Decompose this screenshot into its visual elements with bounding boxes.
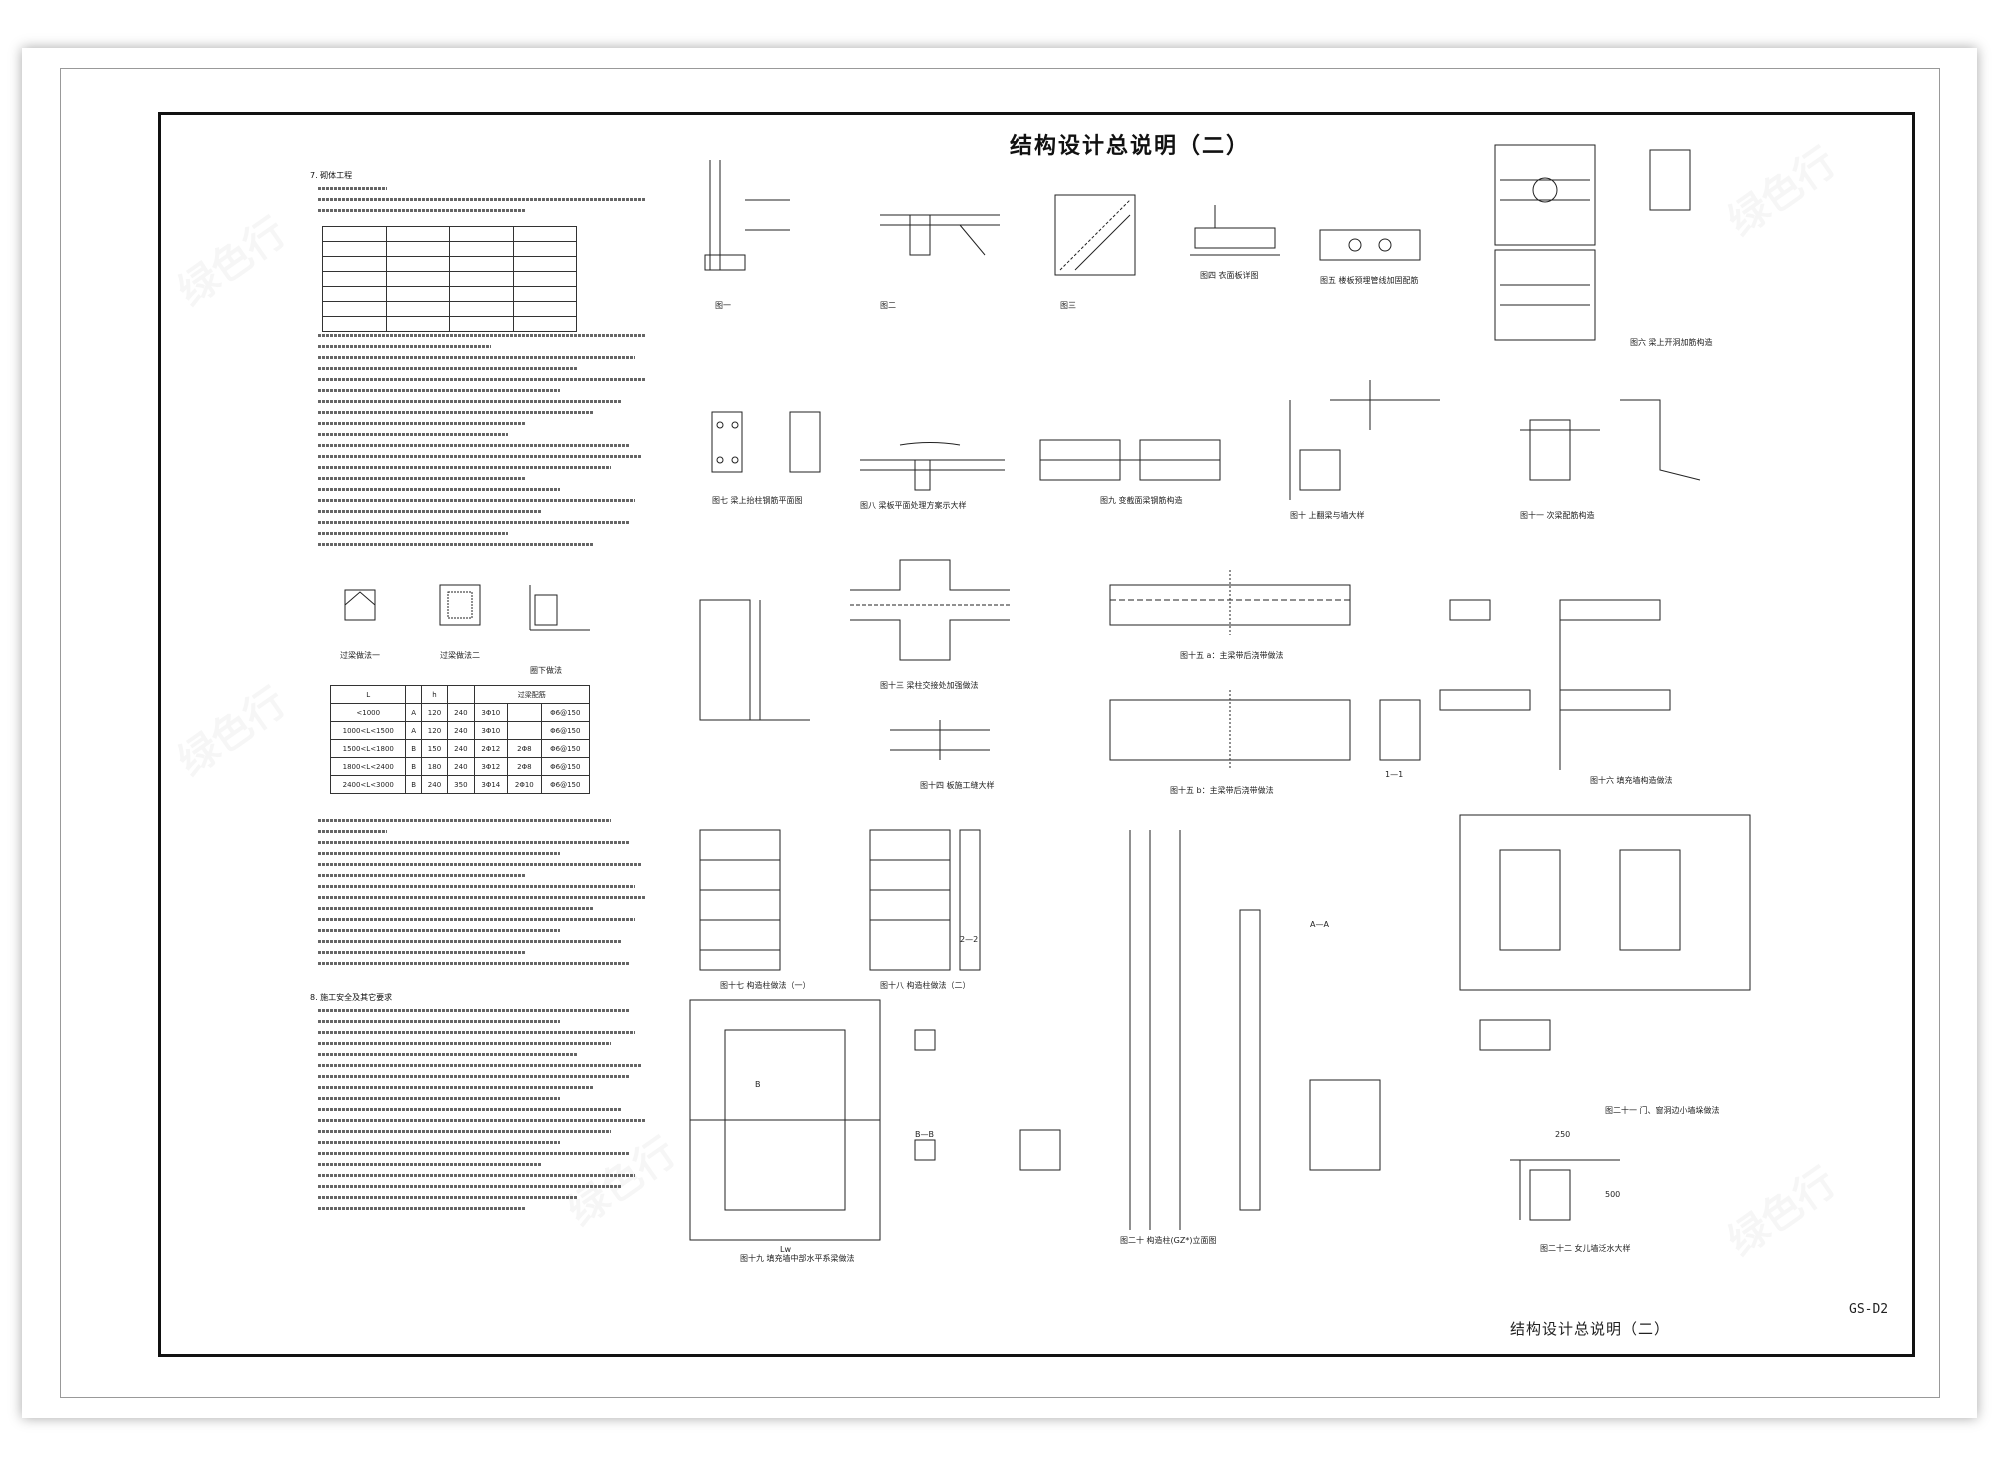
- fig16-caption: 图十六 填充墙构造做法: [1590, 776, 1673, 785]
- fig16-detail: [1439, 599, 1671, 770]
- notes-block-4: [318, 1005, 663, 1214]
- fig13-detail: [850, 559, 1010, 661]
- fig7-caption: 图七 梁上抬柱钢筋平面图: [712, 496, 803, 505]
- lintel-label-1: 过梁做法一: [340, 651, 380, 660]
- masonry-material-table: [322, 226, 577, 332]
- fig8-caption: 图八 梁板平面处理方案示大样: [860, 501, 967, 510]
- label-section-22: 2—2: [960, 935, 979, 944]
- fig17-caption: 图十七 构造柱做法（一）: [720, 981, 811, 990]
- fig1-caption: 图一: [715, 301, 731, 310]
- section-7-heading: 7. 砌体工程: [310, 171, 353, 180]
- fig1-detail: [704, 160, 790, 271]
- label-b: B: [755, 1080, 761, 1089]
- fig10-caption: 图十 上翻梁与墙大样: [1290, 511, 1365, 520]
- fig4-caption: 图四 衣面板详图: [1200, 271, 1259, 280]
- fig15b-detail: [1109, 690, 1421, 770]
- fig15a-detail: [1109, 570, 1351, 635]
- fig15b-caption: 图十五 b：主梁带后浇带做法: [1170, 786, 1274, 795]
- fig7-detail: [711, 411, 821, 473]
- fig9-caption: 图九 变截面梁钢筋构造: [1100, 496, 1183, 505]
- notes-block-2: [318, 330, 663, 550]
- fig20-caption: 图二十 构造柱(GZ*)立面图: [1120, 1236, 1217, 1245]
- notes-block-1: [318, 183, 663, 216]
- fig18-caption: 图十八 构造柱做法（二）: [880, 981, 971, 990]
- fig21-detail: [1459, 814, 1751, 1051]
- fig19-detail: [689, 999, 936, 1241]
- fig22-detail: [1510, 1159, 1620, 1221]
- fig12-detail: [699, 599, 810, 721]
- section-8-heading: 8. 施工安全及其它要求: [310, 993, 393, 1002]
- drawing-border: [158, 112, 1915, 1357]
- drawing-number: GS-D2: [1849, 1302, 1889, 1317]
- fig19-caption: 图十九 填充墙中部水平系梁做法: [740, 1254, 855, 1263]
- sheet-title: 结构设计总说明（二）: [1010, 134, 1251, 159]
- label-lw: Lw: [780, 1245, 791, 1254]
- fig8-detail: [860, 442, 1005, 491]
- fig17-detail: [699, 829, 781, 971]
- title-block-name: 结构设计总说明（二）: [1510, 1320, 1671, 1338]
- label-dim-500: 500: [1605, 1190, 1621, 1199]
- fig4-detail: [1190, 205, 1280, 256]
- fig11-detail: [1520, 399, 1701, 481]
- label-dim-250: 250: [1555, 1130, 1571, 1139]
- fig9-detail: [1039, 439, 1221, 481]
- fig13-caption: 图十三 梁柱交接处加强做法: [880, 681, 979, 690]
- fig3-detail: [1054, 194, 1136, 276]
- fig14-detail: [890, 720, 990, 760]
- fig2-caption: 图二: [880, 301, 896, 310]
- lintel-label-3: 圈下做法: [530, 666, 562, 675]
- fig18-detail: [869, 829, 981, 971]
- fig5-caption: 图五 楼板预埋管线加固配筋: [1320, 276, 1419, 285]
- fig6-detail: [1494, 144, 1691, 341]
- label-section-11: 1—1: [1385, 770, 1404, 779]
- fig14-caption: 图十四 板施工缝大样: [920, 781, 995, 790]
- label-section-aa: A—A: [1310, 920, 1329, 929]
- fig20-detail: [1019, 830, 1381, 1230]
- fig5-detail: [1319, 229, 1421, 261]
- fig6-caption: 图六 梁上开洞加筋构造: [1630, 338, 1713, 347]
- outer-frame: [60, 68, 1940, 1398]
- fig21-caption: 图二十一 门、窗洞边小墙垛做法: [1605, 1106, 1720, 1115]
- lintel-label-2: 过梁做法二: [440, 651, 480, 660]
- fig11-caption: 图十一 次梁配筋构造: [1520, 511, 1595, 520]
- fig2-detail: [880, 214, 1000, 256]
- fig22-caption: 图二十二 女儿墙泛水大样: [1540, 1244, 1631, 1253]
- fig10-detail: [1289, 380, 1440, 500]
- fig15a-caption: 图十五 a：主梁带后浇带做法: [1180, 651, 1284, 660]
- notes-block-3: [318, 815, 663, 969]
- fig3-caption: 图三: [1060, 301, 1076, 310]
- label-section-bb: B—B: [915, 1130, 934, 1139]
